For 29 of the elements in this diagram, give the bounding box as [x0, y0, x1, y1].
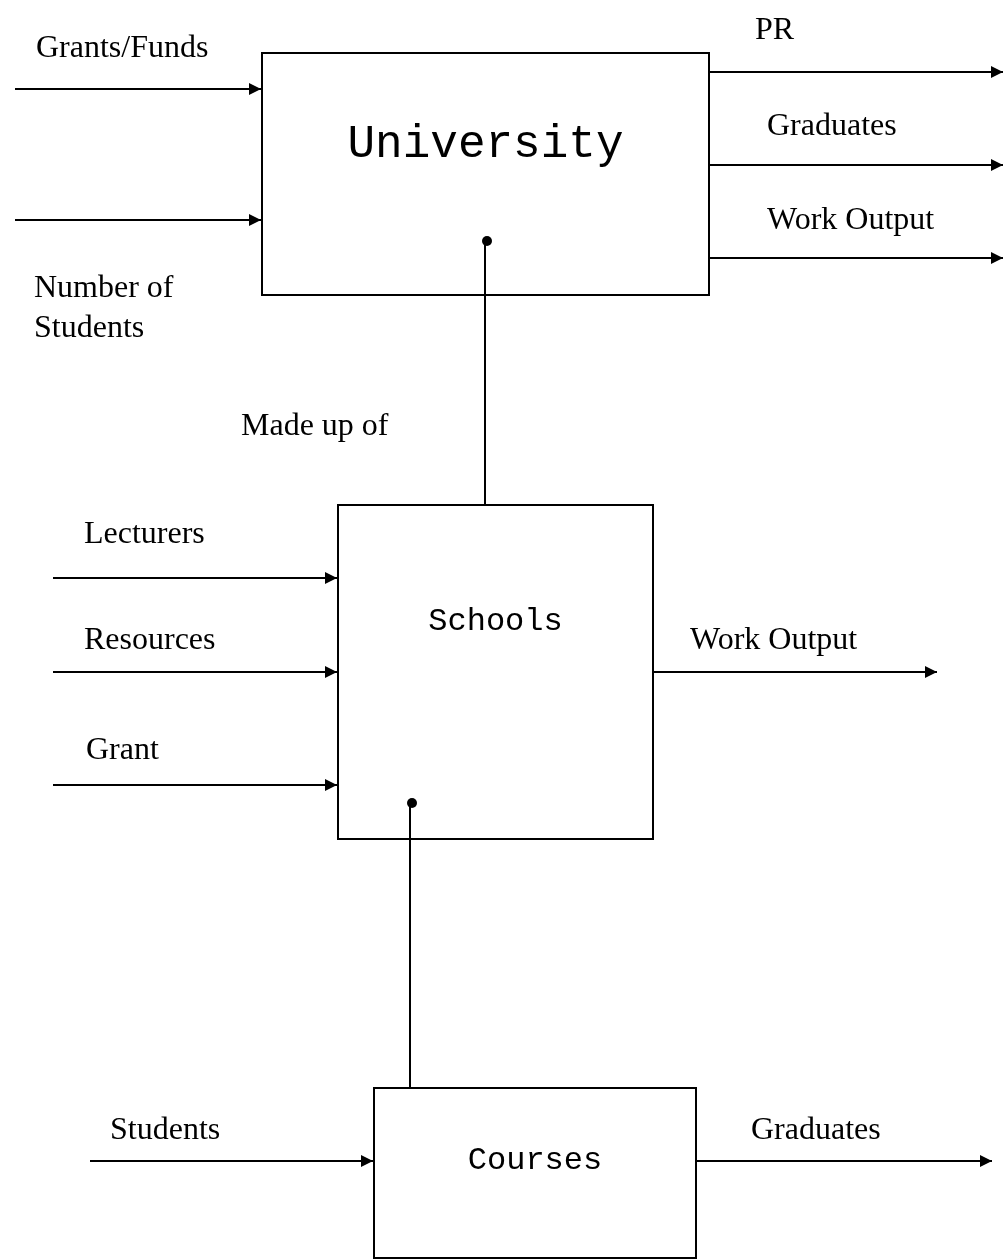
process-box — [337, 504, 654, 840]
arrow — [709, 252, 1004, 264]
arrow — [696, 1155, 993, 1167]
arrow — [14, 214, 262, 226]
box-title: University — [346, 122, 625, 168]
arrow — [709, 66, 1004, 78]
arrow — [653, 666, 938, 678]
arrow — [52, 666, 338, 678]
edge-label: Grants/Funds — [36, 27, 209, 66]
box-title: Courses — [466, 1145, 604, 1177]
edge-label: Graduates — [751, 1109, 881, 1148]
arrow — [14, 83, 262, 95]
edge-label: Graduates — [767, 105, 897, 144]
arrow — [52, 572, 338, 584]
arrow — [52, 779, 338, 791]
arrow — [709, 159, 1004, 171]
edge-label: Students — [110, 1109, 221, 1148]
arrow — [89, 1155, 374, 1167]
edge-label: Made up of — [241, 405, 389, 444]
edge-label: Resources — [84, 619, 216, 658]
process-box — [261, 52, 710, 296]
process-box — [373, 1087, 697, 1259]
edge-label: Lecturers — [84, 513, 205, 552]
edge-label: PR — [755, 9, 795, 48]
edge-label: Number of Students — [34, 267, 175, 346]
edge-label: Work Output — [767, 199, 935, 238]
box-title: Schools — [427, 606, 564, 638]
edge-label: Grant — [86, 729, 159, 768]
edge-label: Work Output — [690, 619, 858, 658]
